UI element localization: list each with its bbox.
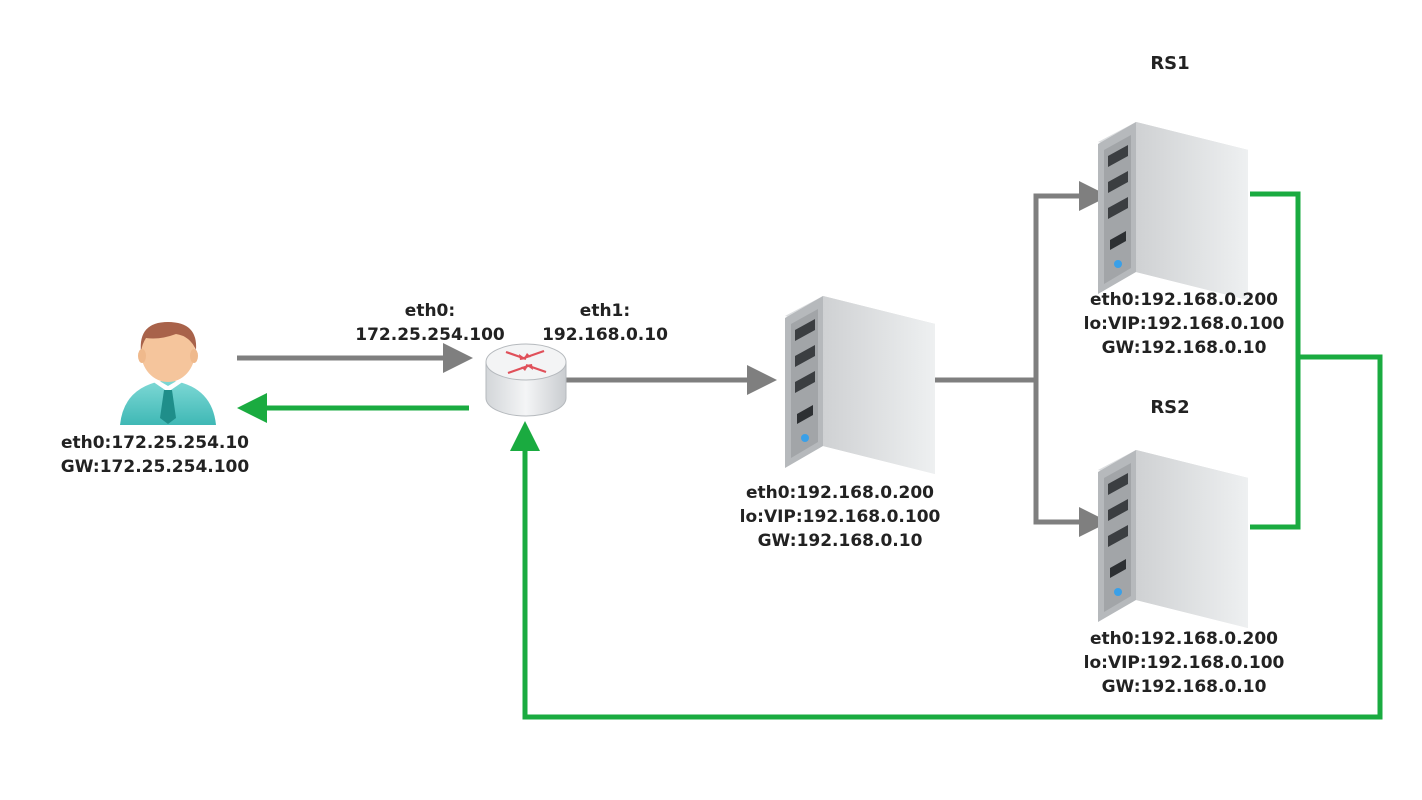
client-user [120, 322, 216, 425]
director-to-rs2-request-arrow [1033, 380, 1110, 537]
director-to-rs1-request-arrow [1033, 181, 1110, 380]
rs1-server [1098, 122, 1248, 300]
router-eth0-title: eth0: [404, 301, 456, 321]
rs2-server [1098, 450, 1248, 628]
router-eth1-title: eth1: [579, 301, 631, 321]
rs2-label: eth0:192.168.0.200 lo:VIP:192.168.0.100 … [1074, 627, 1294, 699]
router [485, 343, 567, 417]
nodes [120, 122, 1248, 628]
client-eth0: eth0:172.25.254.10 [60, 433, 250, 453]
client-label: eth0:172.25.254.10 GW:172.25.254.100 [50, 431, 260, 479]
router-eth1-ip: 192.168.0.10 [542, 325, 668, 345]
rs2-vip: lo:VIP:192.168.0.100 [1083, 653, 1285, 673]
connection-links [236, 181, 1383, 720]
router-eth0-ip: 172.25.254.100 [355, 325, 505, 345]
rs-to-router-response-arrow [510, 354, 1383, 720]
director-label: eth0:192.168.0.200 lo:VIP:192.168.0.100 … [730, 481, 950, 553]
director-eth0: eth0:192.168.0.200 [745, 483, 935, 503]
rs2-title: RS2 [1150, 397, 1190, 418]
router-icon [485, 343, 567, 417]
router-eth1-label: eth1: 192.168.0.10 [530, 299, 680, 347]
rs1-eth0: eth0:192.168.0.200 [1089, 290, 1279, 310]
rs1-title: RS1 [1150, 53, 1190, 74]
rs2-eth0: eth0:192.168.0.200 [1089, 629, 1279, 649]
server-icon [785, 296, 935, 474]
director-vip: lo:VIP:192.168.0.100 [739, 507, 941, 527]
rs-response-bus-line [1250, 191, 1301, 530]
director-gateway: GW:192.168.0.10 [757, 531, 923, 551]
rs2-gateway: GW:192.168.0.10 [1101, 677, 1267, 697]
router-eth0-label: eth0: 172.25.254.100 [340, 299, 520, 347]
client-gateway: GW:172.25.254.100 [60, 457, 250, 477]
rs1-label: eth0:192.168.0.200 lo:VIP:192.168.0.100 … [1074, 288, 1294, 360]
server-icon [1098, 450, 1248, 628]
rs1-vip: lo:VIP:192.168.0.100 [1083, 314, 1285, 334]
user-icon [120, 322, 216, 425]
rs1-gateway: GW:192.168.0.10 [1101, 338, 1267, 358]
director-server [785, 296, 935, 474]
server-icon [1098, 122, 1248, 300]
